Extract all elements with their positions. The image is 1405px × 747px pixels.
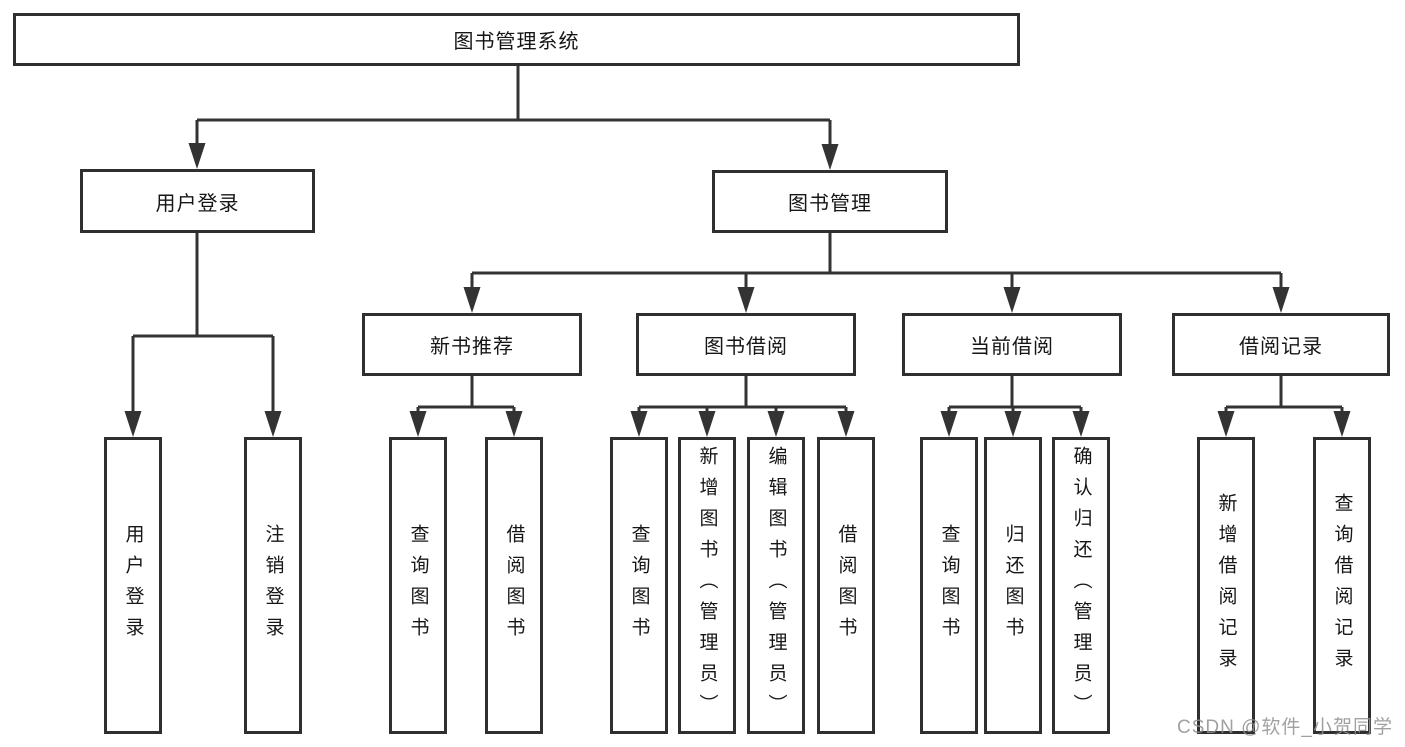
node-book-borrowing: 图书借阅 — [636, 313, 856, 376]
arrowheads-user-login-leaves — [124, 411, 282, 437]
arrowheads-leaves — [409, 411, 1351, 437]
leaf-confirm-return-admin: 确认归还（管理员） — [1052, 437, 1110, 734]
connector-book-borrow-to-leaves — [637, 376, 848, 413]
leaf-edit-book-admin: 编辑图书（管理员） — [747, 437, 805, 734]
node-root: 图书管理系统 — [13, 13, 1020, 66]
arrowheads-level3 — [463, 287, 1290, 313]
leaf-borrow-books-2-label: 借阅图书 — [835, 523, 857, 648]
leaf-borrow-books-1-label: 借阅图书 — [503, 523, 525, 648]
leaf-borrow-books-2: 借阅图书 — [817, 437, 875, 734]
leaf-user-login: 用户登录 — [104, 437, 162, 734]
leaf-add-borrow-record: 新增借阅记录 — [1197, 437, 1255, 734]
leaf-confirm-return-admin-label: 确认归还（管理员） — [1070, 446, 1092, 725]
connector-current-borrow-to-leaves — [947, 376, 1083, 413]
leaf-query-books-1: 查询图书 — [389, 437, 447, 734]
leaf-add-book-admin-label: 新增图书（管理员） — [696, 446, 718, 725]
leaf-query-books-2: 查询图书 — [610, 437, 668, 734]
connector-new-books-to-leaves — [416, 376, 516, 413]
node-book-management: 图书管理 — [712, 170, 948, 233]
leaf-query-books-3-label: 查询图书 — [938, 523, 960, 648]
leaf-return-book: 归还图书 — [984, 437, 1042, 734]
node-current-borrowing: 当前借阅 — [902, 313, 1122, 376]
connector-root-to-level2 — [195, 66, 832, 146]
leaf-add-borrow-record-label: 新增借阅记录 — [1215, 492, 1237, 679]
arrowheads-level2 — [188, 143, 839, 170]
connector-borrow-records-to-leaves — [1224, 376, 1344, 413]
node-borrowing-records: 借阅记录 — [1172, 313, 1390, 376]
connector-book-mgmt-to-level3 — [470, 233, 1283, 289]
leaf-query-borrow-record-label: 查询借阅记录 — [1331, 492, 1353, 679]
leaf-user-login-label: 用户登录 — [122, 523, 144, 648]
watermark: CSDN @软件_小贺同学 — [1177, 717, 1393, 738]
leaf-query-books-2-label: 查询图书 — [628, 523, 650, 648]
leaf-return-book-label: 归还图书 — [1002, 523, 1024, 648]
leaf-query-books-3: 查询图书 — [920, 437, 978, 734]
leaf-logout: 注销登录 — [244, 437, 302, 734]
leaf-query-books-1-label: 查询图书 — [407, 523, 429, 648]
connector-user-login-to-leaves — [131, 233, 275, 413]
node-new-book-recommend: 新书推荐 — [362, 313, 582, 376]
leaf-add-book-admin: 新增图书（管理员） — [678, 437, 736, 734]
leaf-edit-book-admin-label: 编辑图书（管理员） — [765, 446, 787, 725]
leaf-logout-label: 注销登录 — [262, 523, 284, 648]
leaf-query-borrow-record: 查询借阅记录 — [1313, 437, 1371, 734]
node-user-login: 用户登录 — [80, 169, 315, 233]
leaf-borrow-books-1: 借阅图书 — [485, 437, 543, 734]
